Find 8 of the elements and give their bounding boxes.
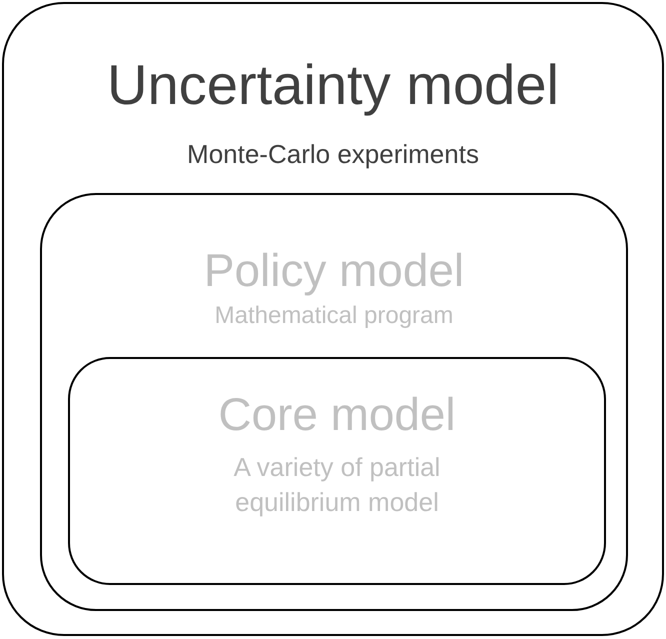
model-title: Core model <box>217 389 457 440</box>
model-description: A variety of partial equilibrium model <box>232 451 442 520</box>
model-title: Policy model <box>202 245 466 296</box>
rounded-box <box>40 193 628 611</box>
model-title: Uncertainty model <box>106 54 560 116</box>
model-description: Mathematical program <box>214 301 454 331</box>
model-description: Monte-Carlo experiments <box>186 138 480 171</box>
rounded-box <box>68 357 606 585</box>
